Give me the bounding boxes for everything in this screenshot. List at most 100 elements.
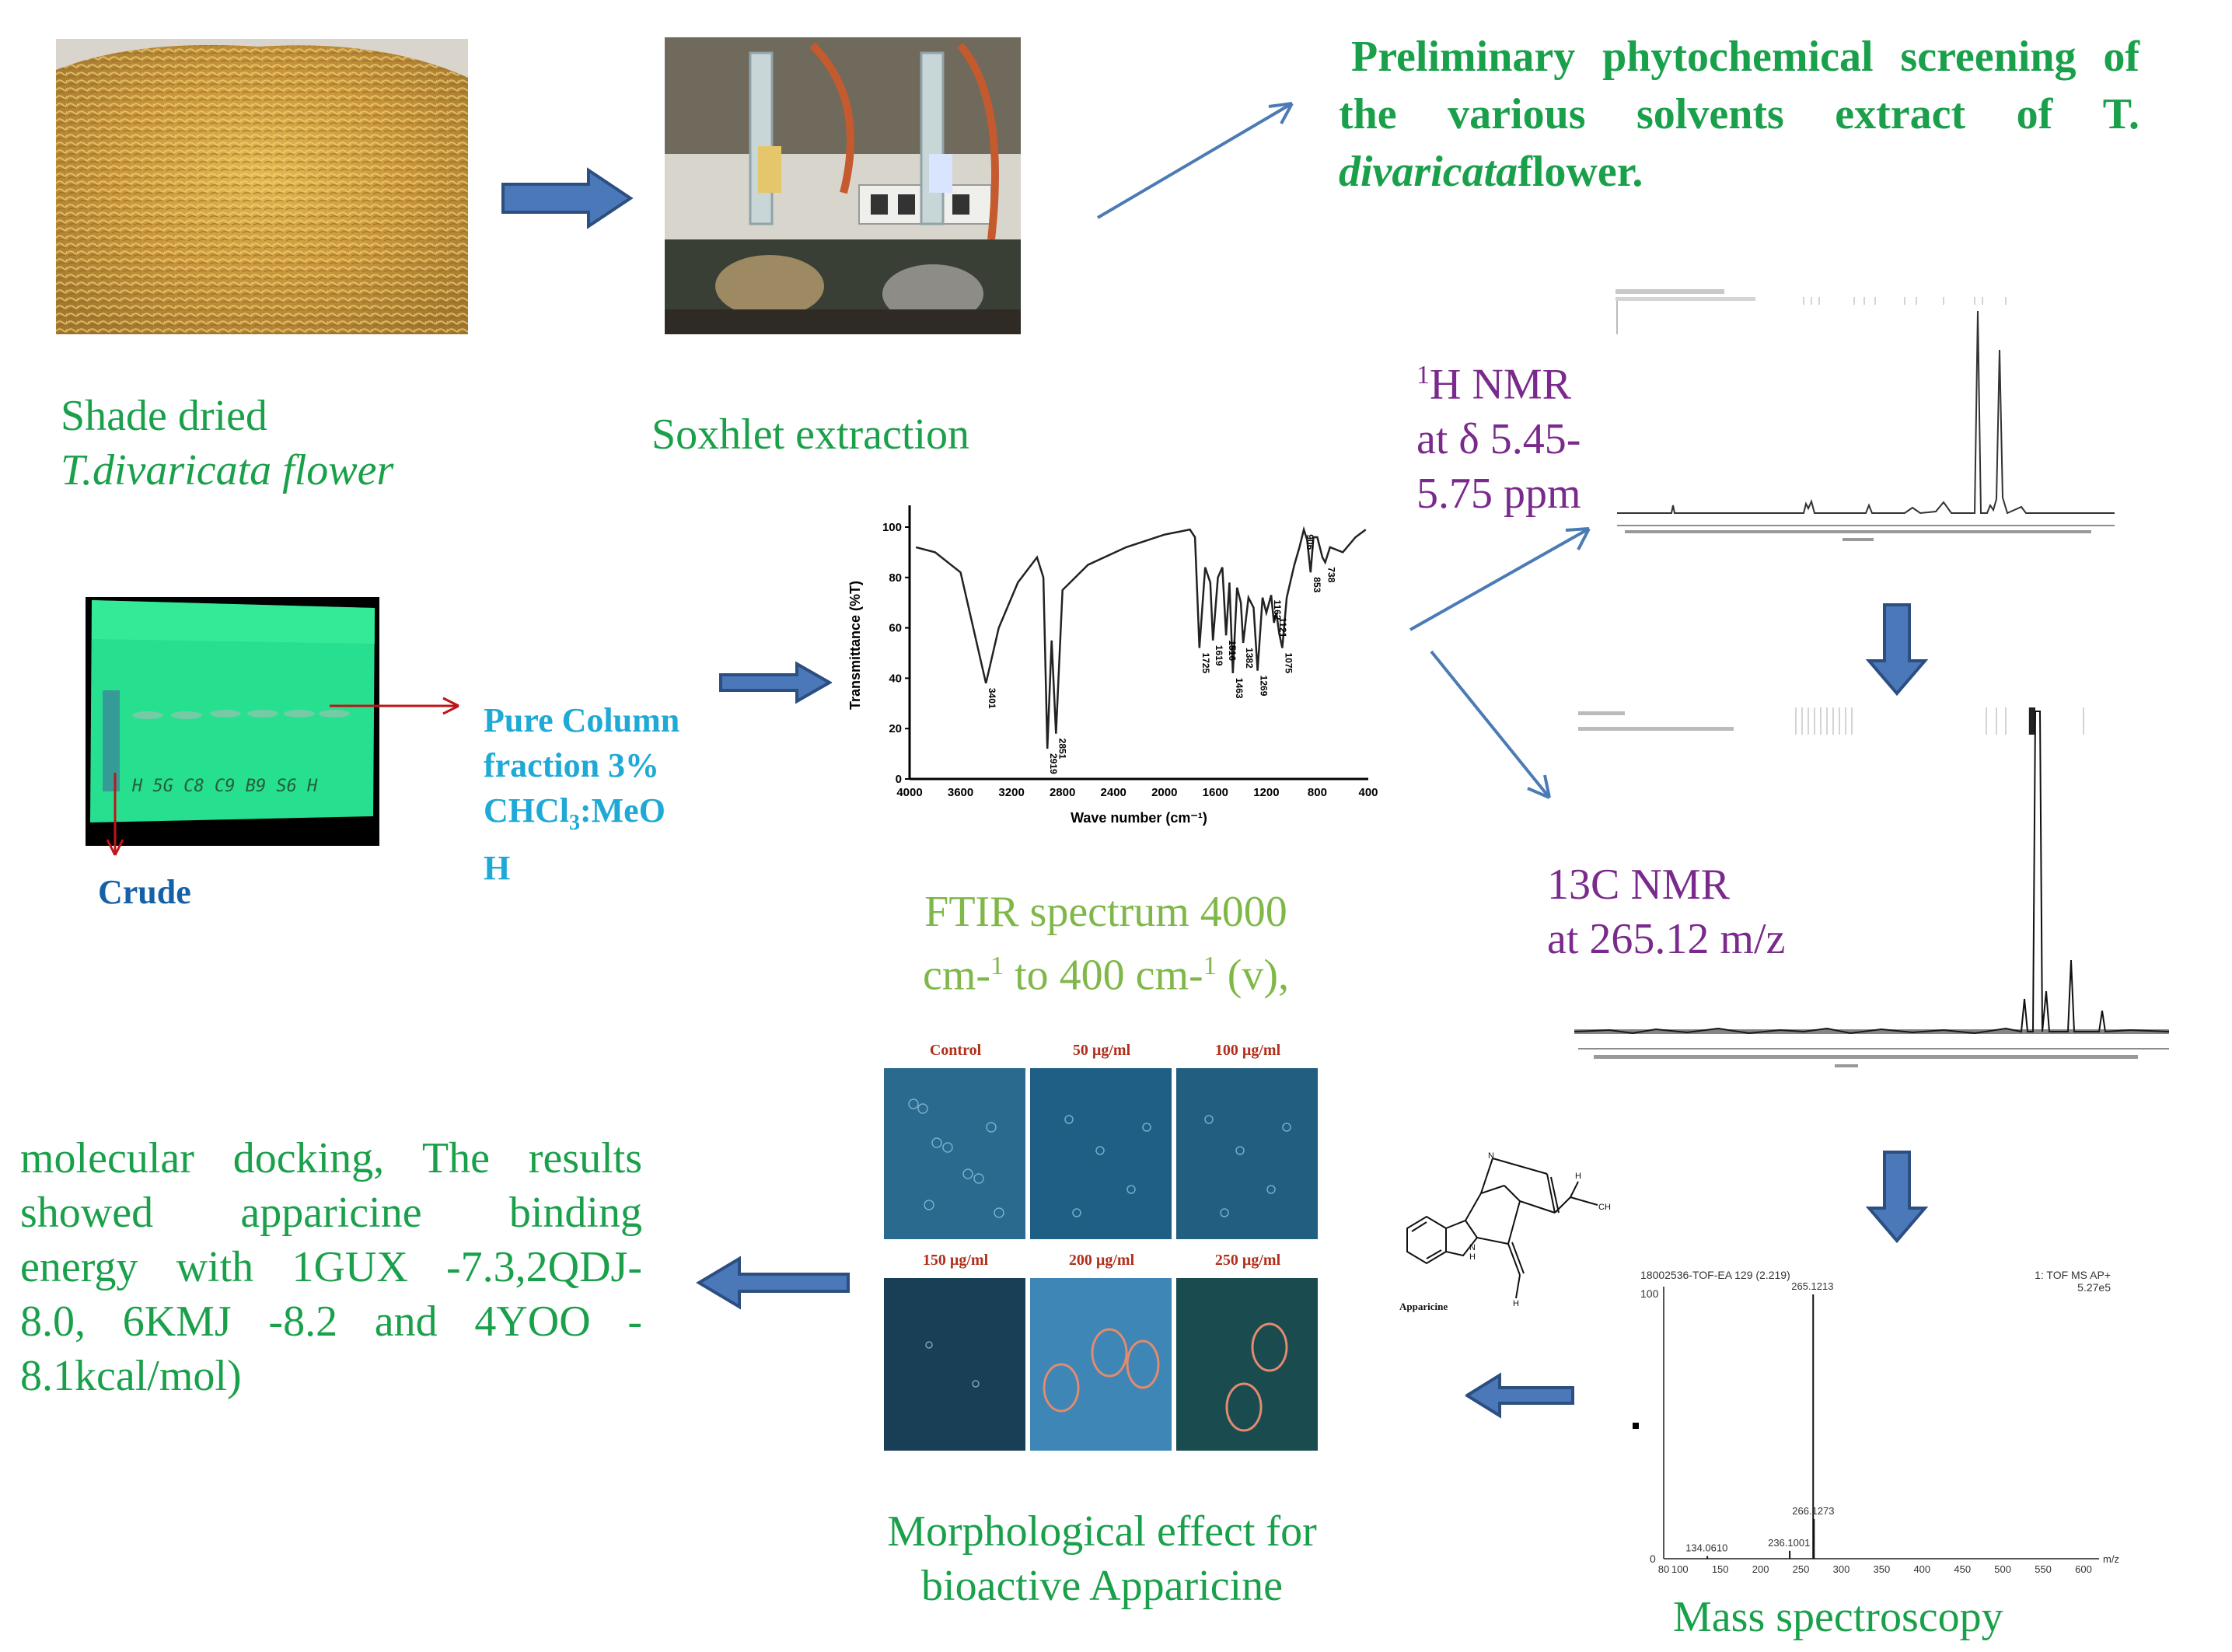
morphology-caption-line2: bioactive Apparicine <box>921 1562 1283 1610</box>
svg-text:H: H <box>1469 1252 1476 1262</box>
arrow-left-1 <box>1465 1372 1574 1419</box>
morph-panel-label-5: 200 µg/ml <box>1068 1252 1135 1269</box>
ftir-caption-line2: cm-1 to 400 cm-1 (v), <box>923 939 1289 1003</box>
ftir-ytick-label: 80 <box>889 571 902 585</box>
ftir-peak-label: 1162 <box>1272 599 1283 620</box>
ftir-ytick-label: 0 <box>896 773 902 786</box>
docking-text: molecular docking, The results showed ap… <box>20 1131 642 1403</box>
morph-panel-2 <box>1030 1068 1172 1239</box>
ftir-peak-label: 2919 <box>1048 753 1059 774</box>
mass-y0: 0 <box>1650 1552 1656 1565</box>
ftir-xtick-label: 2800 <box>1050 786 1075 799</box>
mass-header-right1: 1: TOF MS AP+ <box>2035 1269 2111 1281</box>
morph-panel-label-6: 250 µg/ml <box>1214 1252 1281 1269</box>
h-nmr-line2: at δ 5.45- <box>1416 414 1581 463</box>
mass-xtick-label: 200 <box>1752 1563 1769 1575</box>
ftir-caption-v: (v), <box>1216 951 1289 1000</box>
tlc-label-line3: CHCl3:MeO <box>484 788 679 846</box>
ftir-caption-sup2: 1 <box>1203 952 1217 980</box>
tlc-lane-marks: H 5G C8 C9 B9 S6 H <box>131 777 318 796</box>
title-species: divaricata <box>1339 148 1518 196</box>
ftir-ytick-label: 60 <box>889 622 902 635</box>
ftir-caption-to: to 400 cm- <box>1004 951 1203 1000</box>
title-block: Preliminary phytochemical screening of t… <box>1339 28 2139 201</box>
tlc-chcl-sub: 3 <box>569 810 580 835</box>
morph-cells-overlay <box>908 1098 1291 1432</box>
tlc-plate-photo: H 5G C8 C9 B9 S6 H <box>86 597 379 846</box>
mass-xtick-label: 500 <box>1994 1563 2011 1575</box>
title-flower: flower. <box>1518 148 1643 196</box>
ftir-peak-label: 1725 <box>1200 653 1211 674</box>
ftir-xtick-label: 3600 <box>948 786 973 799</box>
h-nmr-spectrum <box>1609 288 2122 560</box>
docking-line-4: 8.0, 6KMJ -8.2 and 4YOO - <box>20 1298 642 1346</box>
mass-peak-label: 134.0610 <box>1685 1542 1727 1554</box>
ftir-peak-label: 1075 <box>1283 653 1294 674</box>
ftir-ytick-label: 20 <box>889 722 902 735</box>
c-nmr-line1: 13C NMR <box>1547 861 1730 909</box>
morph-panel-1 <box>884 1068 1025 1239</box>
tlc-label-line4: H <box>484 848 511 887</box>
morph-panel-label-4: 150 µg/ml <box>922 1252 989 1269</box>
arrow-to-h-nmr <box>1409 527 1591 631</box>
ftir-peak-label: 906 <box>1305 534 1315 550</box>
morph-panel-4 <box>884 1278 1025 1451</box>
mass-header-left: 18002536-TOF-EA 129 (2.219) <box>1640 1269 1790 1281</box>
shade-dried-caption: Shade dried T.divaricata flower <box>61 389 393 498</box>
mass-xtick-label: 400 <box>1913 1563 1930 1575</box>
morphology-caption-line1: Morphological effect for <box>887 1507 1317 1556</box>
ftir-caption-sup1: 1 <box>990 952 1004 980</box>
mass-xtick-label: 300 <box>1833 1563 1850 1575</box>
docking-line-3: energy with 1GUX -7.3,2QDJ- <box>20 1243 642 1291</box>
ftir-xtick-label: 3200 <box>998 786 1024 799</box>
svg-text:N: N <box>1488 1151 1494 1161</box>
svg-text:H: H <box>1513 1299 1519 1308</box>
arrow-to-title <box>1096 102 1294 219</box>
soxhlet-caption: Soxhlet extraction <box>651 410 970 459</box>
tlc-label-line1: Pure Column <box>484 701 680 739</box>
shade-dried-line2: T.divaricata flower <box>61 446 394 494</box>
arrow-right-2 <box>719 661 832 704</box>
tlc-label: Pure Column fraction 3% CHCl3:MeO H <box>484 698 679 891</box>
ftir-peak-label: 738 <box>1326 567 1337 582</box>
ftir-peak-label: 853 <box>1312 577 1322 592</box>
apparicine-structure: N H CH N H H Apparicine <box>1399 1151 1611 1312</box>
svg-text:N: N <box>1469 1243 1476 1252</box>
morph-panel-3 <box>1176 1068 1318 1239</box>
ftir-xtick-label: 1600 <box>1203 786 1228 799</box>
ftir-caption: FTIR spectrum 4000 cm-1 to 400 cm-1 (v), <box>923 885 1289 1003</box>
dried-flower-photo <box>56 39 468 334</box>
ftir-caption-cm1: cm- <box>923 951 991 1000</box>
mass-xtick-label: 350 <box>1874 1563 1891 1575</box>
docking-line-1: molecular docking, The results <box>20 1134 642 1182</box>
tlc-red-arrow-down <box>106 773 124 856</box>
soxhlet-photo <box>665 37 1021 334</box>
arrow-right-1 <box>501 167 634 229</box>
svg-text:CH: CH <box>1598 1203 1611 1212</box>
docking-line-5: 8.1kcal/mol) <box>20 1352 242 1400</box>
mass-peak-label: 266.1273 <box>1792 1505 1834 1517</box>
ftir-ytick-label: 100 <box>882 521 902 534</box>
ftir-ylabel: Transmittance (%T) <box>847 581 863 710</box>
ftir-caption-line1: FTIR spectrum 4000 <box>924 888 1287 936</box>
morph-panel-label-3: 100 µg/ml <box>1214 1042 1281 1059</box>
ftir-peak-label: 1516 <box>1227 640 1238 661</box>
mass-xaxis-label: m/z <box>2103 1553 2119 1565</box>
mass-peak-label: 236.1001 <box>1768 1537 1810 1549</box>
mass-spectrum: 18002536-TOF-EA 129 (2.219) 1: TOF MS AP… <box>1633 1263 2122 1582</box>
arrow-down-2 <box>1866 1151 1928 1244</box>
docking-line-2: showed apparicine binding <box>20 1189 642 1237</box>
mass-xtick-label: 450 <box>1954 1563 1971 1575</box>
morphology-caption: Morphological effect for bioactive Appar… <box>882 1504 1322 1613</box>
tlc-red-arrow-right <box>330 697 459 715</box>
shade-dried-line1: Shade dried <box>61 392 267 440</box>
svg-text:H: H <box>1575 1172 1581 1181</box>
mass-xtick-label: 600 <box>2075 1563 2092 1575</box>
mass-xtick-label: 100 <box>1671 1563 1689 1575</box>
h-nmr-caption: 1H NMR at δ 5.45- 5.75 ppm <box>1416 348 1581 521</box>
c-nmr-caption: 13C NMR at 265.12 m/z <box>1547 857 1785 966</box>
ftir-xtick-label: 400 <box>1358 786 1378 799</box>
ftir-xtick-label: 4000 <box>896 786 922 799</box>
morph-panel-6 <box>1176 1278 1318 1451</box>
